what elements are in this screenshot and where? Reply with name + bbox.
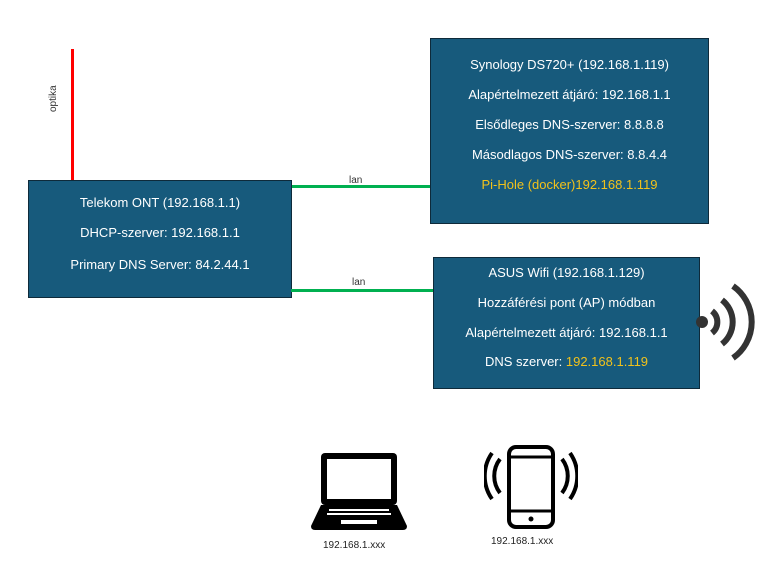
lan-line-ap	[291, 289, 433, 292]
fiber-line	[71, 49, 74, 185]
phone-ip: 192.168.1.xxx	[491, 536, 554, 547]
nas-title: Synology DS720+ (192.168.1.119)	[470, 57, 669, 72]
fiber-label: optika	[48, 85, 59, 112]
nas-dns1: Elsődleges DNS-szerver: 8.8.8.8	[475, 117, 664, 132]
ont-title: Telekom ONT (192.168.1.1)	[79, 195, 241, 210]
ap-dns-value: 192.168.1.119	[565, 354, 649, 369]
ap-dns: DNS szerver: 192.168.1.119	[434, 354, 699, 369]
ap-gateway: Alapértelmezett átjáró: 192.168.1.1	[465, 325, 668, 340]
wifi-signal-icon	[696, 283, 755, 361]
ap-title: ASUS Wifi (192.168.1.129)	[488, 265, 645, 280]
asus-wifi-box: ASUS Wifi (192.168.1.129) Hozzáférési po…	[433, 257, 700, 389]
lan-label-nas: lan	[349, 175, 363, 186]
laptop-ip: 192.168.1.xxx	[323, 540, 386, 551]
nas-pihole: Pi-Hole (docker)192.168.1.119	[481, 177, 658, 192]
ont-dns: Primary DNS Server: 84.2.44.1	[70, 257, 250, 272]
synology-nas-box: Synology DS720+ (192.168.1.119) Alapérte…	[430, 38, 709, 224]
telekom-ont-box: Telekom ONT (192.168.1.1) DHCP-szerver: …	[28, 180, 292, 298]
ap-mode: Hozzáférési pont (AP) módban	[477, 295, 656, 310]
ap-dns-label: DNS szerver:	[484, 354, 566, 369]
laptop-icon	[311, 453, 407, 530]
ont-dhcp: DHCP-szerver: 192.168.1.1	[80, 225, 240, 240]
nas-dns2: Másodlagos DNS-szerver: 8.8.4.4	[471, 147, 668, 162]
lan-line-nas	[292, 185, 434, 188]
lan-label-ap: lan	[352, 277, 366, 288]
nas-gateway: Alapértelmezett átjáró: 192.168.1.1	[468, 87, 671, 102]
phone-icon	[484, 445, 578, 529]
